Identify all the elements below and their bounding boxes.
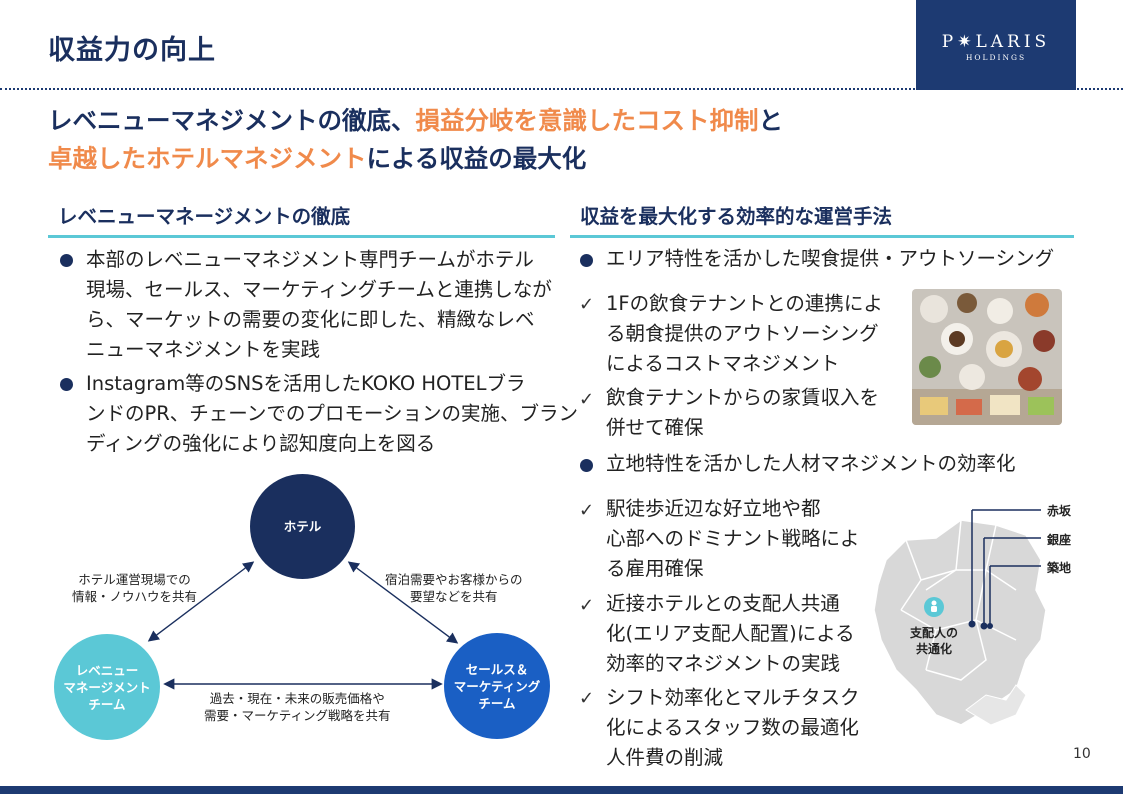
- arrow-hotel-sales: [347, 561, 459, 644]
- left-arrow-label: ホテル運営現場での 情報・ノウハウを共有: [72, 571, 197, 605]
- headline-text: レベニューマネジメントの徹底、: [48, 106, 416, 135]
- right-section-heading: 収益を最大化する効率的な運営手法: [570, 200, 1074, 238]
- left-bullet-2: Instagram等のSNSを活用したKOKO HOTELブラ ンドのPR、チェ…: [86, 369, 578, 459]
- check-icon: ✓: [579, 500, 595, 521]
- label-line: 要望などを共有: [410, 589, 498, 604]
- circle-text: チーム: [88, 696, 126, 712]
- left-bullet-1: 本部のレベニューマネジメント専門チームがホテル 現場、セールス、マーケティングチ…: [86, 245, 552, 365]
- text-line: ディングの強化により認知度向上を図る: [86, 432, 436, 455]
- label-line: 情報・ノウハウを共有: [72, 589, 198, 604]
- text-line: る雇用確保: [606, 557, 704, 580]
- circle-text: レベニュー: [75, 662, 139, 678]
- arrow-hotel-revenue: [147, 561, 255, 642]
- map-label-tsukiji: 築地: [1047, 561, 1072, 575]
- text-line: 近接ホテルとの支配人共通: [606, 592, 840, 615]
- text-line: る朝食提供のアウトソーシング: [606, 322, 879, 345]
- check-icon: ✓: [579, 688, 595, 709]
- text-line: 人件費の削減: [606, 746, 724, 769]
- bullet-icon: [60, 378, 73, 391]
- headline-text: と: [758, 106, 784, 135]
- right-check-2: 飲食テナントからの家賃収入を 併せて確保: [606, 383, 879, 443]
- check-icon: ✓: [579, 294, 595, 315]
- text-line: ンドのPR、チェーンでのプロモーションの実施、ブラン: [86, 402, 578, 425]
- headline-highlight: 卓越したホテルマネジメント: [48, 144, 367, 173]
- check-icon: ✓: [579, 389, 595, 410]
- headline-line-1: レベニューマネジメントの徹底、損益分岐を意識したコスト抑制と: [48, 102, 783, 137]
- headline-text: による収益の最大化: [366, 144, 587, 173]
- circle-text: マネージメント: [63, 679, 151, 695]
- label-line: 過去・現在・未来の販売価格や: [209, 691, 385, 706]
- text-line: 併せて確保: [606, 416, 704, 439]
- right-check-4: 近接ホテルとの支配人共通 化(エリア支配人配置)による 効率的マネジメントの実践: [606, 589, 855, 679]
- bullet-icon: [580, 459, 593, 472]
- label-line: 支配人の: [910, 626, 959, 640]
- breakfast-photo-art: [912, 289, 1062, 425]
- text-line: によるコストマネジメント: [606, 352, 840, 375]
- headline-line-2: 卓越したホテルマネジメントによる収益の最大化: [48, 140, 586, 175]
- text-line: 化によるスタッフ数の最適化: [606, 716, 859, 739]
- page-title: 収益力の向上: [48, 35, 216, 66]
- text-line: 駅徒歩近辺な好立地や都: [606, 497, 821, 520]
- bottom-arrow-label: 過去・現在・未来の販売価格や 需要・マーケティング戦略を共有: [204, 690, 391, 724]
- circle-text: チーム: [478, 695, 516, 711]
- breakfast-photo: [912, 289, 1062, 425]
- label-line: ホテル運営現場での: [78, 572, 191, 587]
- headline-highlight: 損益分岐を意識したコスト抑制: [415, 106, 759, 135]
- dotted-divider: [0, 88, 1123, 90]
- label-line: 需要・マーケティング戦略を共有: [204, 708, 391, 723]
- map-label-akasaka: 赤坂: [1047, 504, 1072, 518]
- text-line: 本部のレベニューマネジメント専門チームがホテル: [86, 248, 534, 271]
- logo-wordmark: P✷LARIS: [941, 32, 1051, 52]
- label-line: 共通化: [916, 642, 953, 656]
- footer-bar: [0, 786, 1123, 794]
- right-arrow-label: 宿泊需要やお客様からの 要望などを共有: [385, 571, 523, 605]
- right-bullet-2: 立地特性を活かした人材マネジメントの効率化: [606, 452, 1016, 475]
- logo-subtext: HOLDINGS: [965, 53, 1027, 62]
- bullet-icon: [580, 254, 593, 267]
- text-line: 心部へのドミナント戦略によ: [606, 527, 860, 550]
- sales-team-circle: セールス＆ マーケティング チーム: [444, 633, 550, 739]
- circle-text: マーケティング: [453, 678, 541, 694]
- map-label-manager: 支配人の 共通化: [910, 625, 958, 657]
- company-logo: P✷LARIS HOLDINGS: [916, 0, 1076, 90]
- text-line: Instagram等のSNSを活用したKOKO HOTELブラ: [86, 372, 526, 395]
- text-line: 現場、セールス、マーケティングチームと連携しなが: [86, 278, 552, 301]
- map-label-ginza: 銀座: [1047, 533, 1072, 547]
- right-check-3: 駅徒歩近辺な好立地や都 心部へのドミナント戦略によ る雇用確保: [606, 494, 860, 584]
- hotel-circle: ホテル: [250, 474, 355, 579]
- revenue-team-circle: レベニュー マネージメント チーム: [54, 634, 160, 740]
- text-line: 効率的マネジメントの実践: [606, 652, 841, 675]
- text-line: ニューマネジメントを実践: [86, 338, 321, 361]
- text-line: ら、マーケットの需要の変化に即した、精緻なレベ: [86, 308, 535, 331]
- text-line: 飲食テナントからの家賃収入を: [606, 386, 880, 409]
- text-line: 化(エリア支配人配置)による: [606, 622, 855, 645]
- bullet-icon: [60, 254, 73, 267]
- check-icon: ✓: [579, 595, 595, 616]
- text-line: シフト効率化とマルチタスク: [606, 686, 860, 709]
- left-section-heading: レベニューマネージメントの徹底: [48, 200, 555, 238]
- hotel-label: ホテル: [283, 519, 322, 534]
- right-bullet-1: エリア特性を活かした喫食提供・アウトソーシング: [606, 247, 1055, 270]
- circle-text: セールス＆: [465, 661, 529, 677]
- page-number: 10: [1073, 746, 1091, 762]
- text-line: 1Fの飲食テナントとの連携によ: [606, 292, 883, 315]
- right-check-1: 1Fの飲食テナントとの連携によ る朝食提供のアウトソーシング によるコストマネジ…: [606, 289, 883, 379]
- label-line: 宿泊需要やお客様からの: [385, 572, 523, 587]
- tokyo-map: [873, 509, 1047, 726]
- right-check-5: シフト効率化とマルチタスク 化によるスタッフ数の最適化 人件費の削減: [606, 683, 860, 773]
